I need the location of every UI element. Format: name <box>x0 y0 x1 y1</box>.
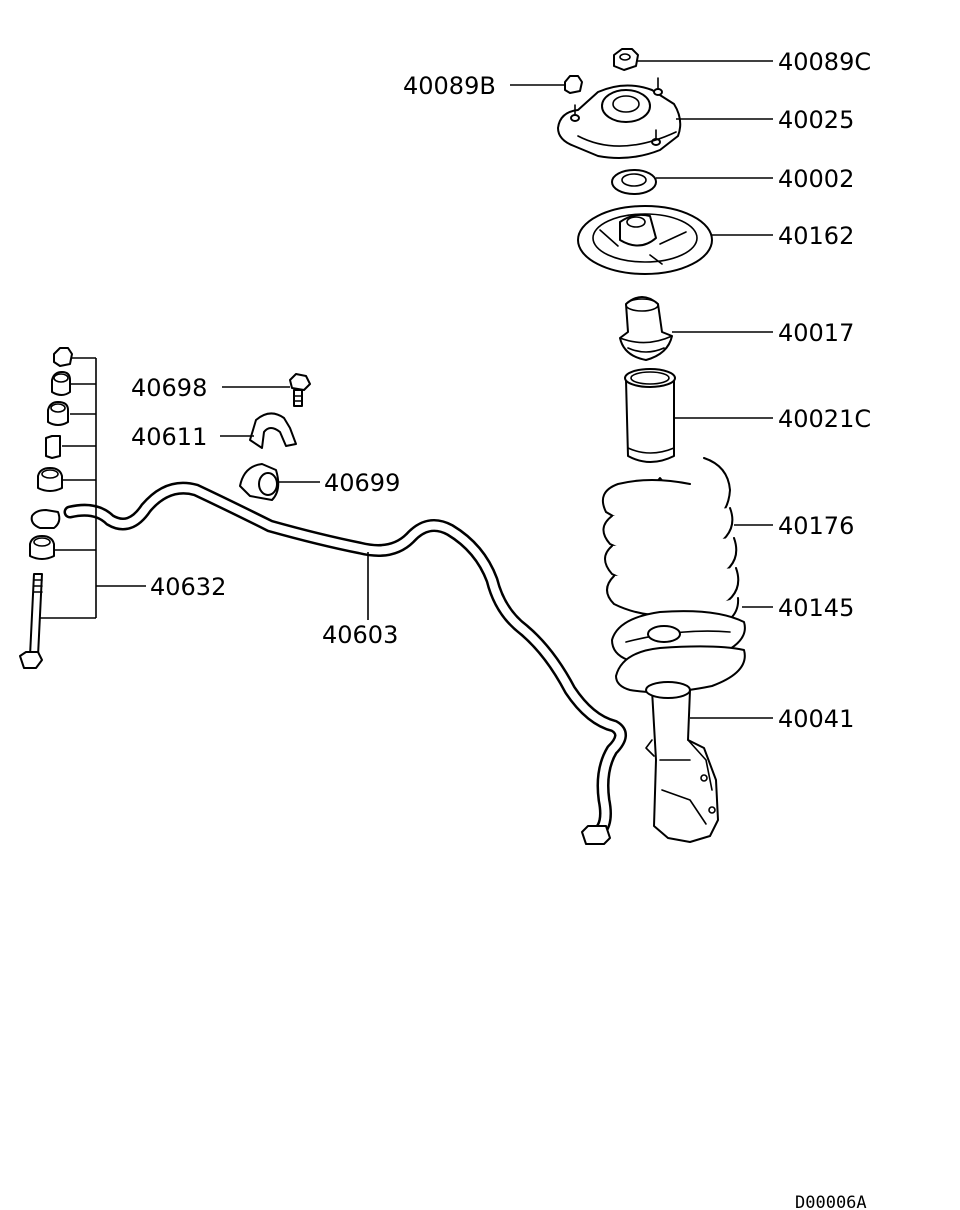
part-40162-spring-seat[interactable] <box>577 205 713 275</box>
part-40698-bolt[interactable] <box>289 373 311 407</box>
part-40002-bearing[interactable] <box>611 169 657 195</box>
part-40041-strut[interactable] <box>645 689 719 843</box>
part-40632-link-kit[interactable] <box>19 347 73 669</box>
label-40632[interactable]: 40632 <box>150 573 226 601</box>
part-40089c-nut[interactable] <box>613 48 639 71</box>
label-40699[interactable]: 40699 <box>324 469 400 497</box>
part-40699-bushing[interactable] <box>239 463 280 501</box>
label-40611[interactable]: 40611 <box>131 423 207 451</box>
label-40698[interactable]: 40698 <box>131 374 207 402</box>
part-40176-coil-spring[interactable] <box>602 457 740 661</box>
label-40041[interactable]: 40041 <box>778 705 854 733</box>
label-40176[interactable]: 40176 <box>778 512 854 540</box>
part-40021c-dust-boot[interactable] <box>624 368 676 463</box>
strut-spring-pad <box>615 645 746 699</box>
label-40025[interactable]: 40025 <box>778 106 854 134</box>
label-40089b[interactable]: 40089B <box>403 72 496 100</box>
label-40017[interactable]: 40017 <box>778 319 854 347</box>
diagram-code: D00006A <box>795 1193 867 1210</box>
label-40021c[interactable]: 40021C <box>778 405 871 433</box>
part-40025-strut-mount[interactable] <box>557 77 682 159</box>
label-40002[interactable]: 40002 <box>778 165 854 193</box>
part-40611-bracket[interactable] <box>249 412 297 449</box>
leader-40632-bracket <box>40 357 146 619</box>
label-40162[interactable]: 40162 <box>778 222 854 250</box>
label-40603[interactable]: 40603 <box>322 621 398 649</box>
part-40603-stabilizer-bar[interactable] <box>63 481 627 845</box>
part-40017-bump-stopper[interactable] <box>619 296 673 361</box>
label-40089c[interactable]: 40089C <box>778 48 871 76</box>
label-40145[interactable]: 40145 <box>778 594 854 622</box>
part-40089b-nut[interactable] <box>564 75 583 94</box>
